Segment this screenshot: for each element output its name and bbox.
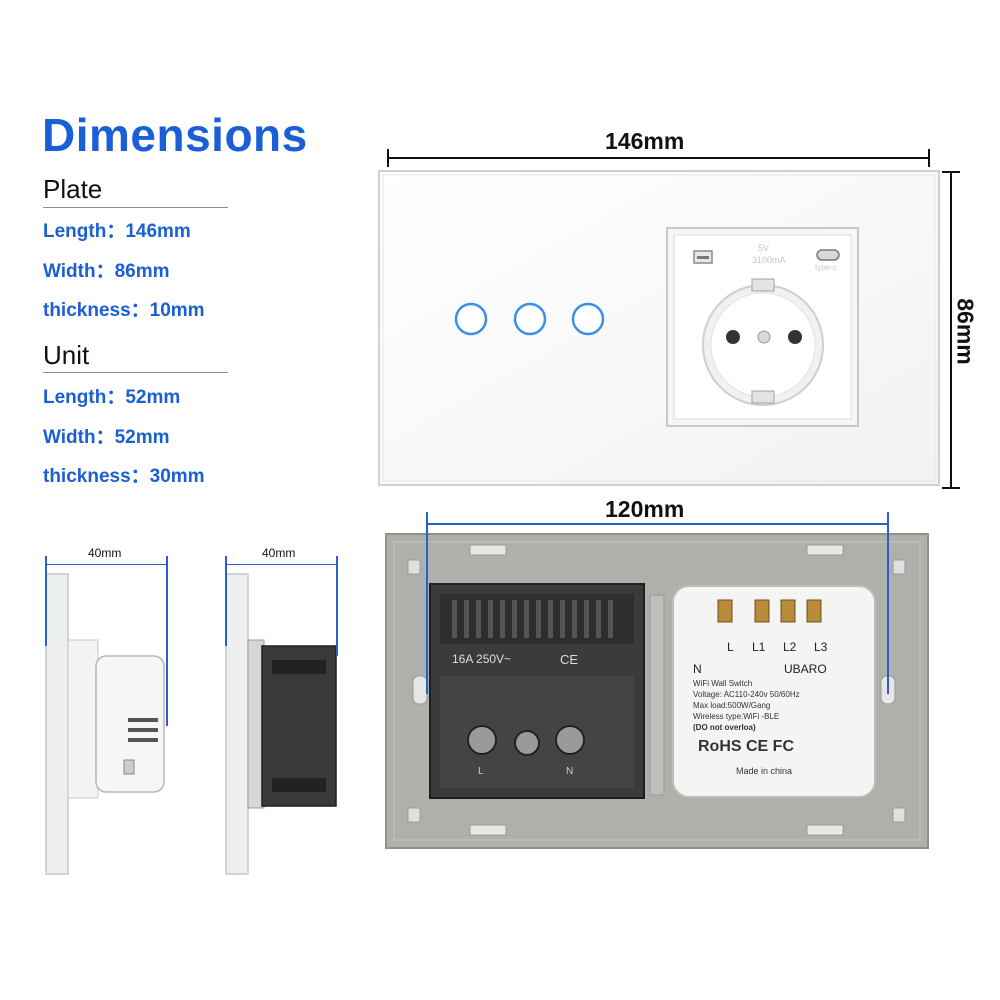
spec-line-3: Max load:500W/Gang (693, 701, 771, 710)
made-in-label: Made in china (736, 766, 793, 776)
spec-line-2: Voltage: AC110-240v 50/60Hz (693, 690, 800, 699)
plate-width-label: 146mm (605, 128, 685, 154)
outlet-pin-hole (726, 330, 740, 344)
outlet-pin-hole (788, 330, 802, 344)
unit-width: Width：52mm (43, 427, 170, 448)
unit-divider (43, 372, 228, 373)
terminal-l-label: L (478, 766, 484, 777)
side-left-dimension-line (46, 564, 168, 565)
side-plate-right (225, 573, 249, 875)
back-width-label: 120mm (605, 496, 685, 522)
unit-length: Length：52mm (43, 387, 181, 408)
spec-line-1: WiFi Wall Switch (693, 679, 753, 688)
spec-line-4: Wireless type:WiFi -BLE (693, 712, 780, 721)
plate-width-dimension-line (388, 157, 929, 159)
usb-c-label: type-c (815, 263, 837, 272)
outlet-center-screw (757, 330, 771, 344)
side-left-depth-label: 40mm (88, 546, 122, 560)
module-terminal-l3: L3 (814, 640, 828, 654)
ce-mark: CE (560, 652, 579, 667)
dimension-tick (942, 171, 960, 173)
terminal-screw (555, 725, 585, 755)
unit-thickness: thickness：30mm (43, 466, 205, 487)
plate-divider (43, 207, 228, 208)
back-width-dimension-line (427, 523, 888, 525)
usb-a-rating-label: 5V (758, 243, 770, 253)
wifi-module (672, 585, 876, 798)
module-terminal-l: L (727, 640, 734, 654)
plate-heading: Plate (43, 174, 103, 204)
plate-length: Length：146mm (43, 221, 191, 242)
plate-thickness: thickness：10mm (43, 300, 205, 321)
module-terminal-l1: L1 (752, 640, 766, 654)
touch-button-2 (513, 302, 547, 336)
ground-clip (751, 390, 775, 404)
usb-current-label: 3100mA (752, 255, 786, 265)
dimension-tick (928, 149, 930, 167)
module-terminal-l2: L2 (783, 640, 797, 654)
dimension-tick (225, 556, 227, 646)
dimension-tick (336, 556, 338, 656)
terminal-screw (514, 730, 540, 756)
side-right-depth-label: 40mm (262, 546, 296, 560)
ground-clip (751, 278, 775, 292)
brand-label: UBARO (784, 662, 827, 676)
dimension-tick (942, 487, 960, 489)
terminal-screw (467, 725, 497, 755)
touch-button-3 (571, 302, 605, 336)
plate-width: Width：86mm (43, 261, 170, 282)
side-module-left (95, 655, 165, 793)
page-title: Dimensions (42, 109, 308, 161)
socket-rating: 16A 250V~ (452, 652, 512, 666)
dimension-tick (887, 512, 889, 694)
dimension-tick (387, 149, 389, 167)
unit-heading: Unit (43, 340, 90, 370)
dimension-tick (166, 556, 168, 726)
plate-height-dimension-line (950, 172, 952, 488)
spec-line-5: (DO not overloa) (693, 723, 756, 732)
cert-marks: RoHS CE FC (698, 738, 794, 755)
terminal-n-label: N (566, 766, 574, 777)
dimension-tick (426, 512, 428, 694)
touch-button-1 (454, 302, 488, 336)
module-terminal-n: N (693, 662, 702, 676)
side-right-dimension-line (226, 564, 338, 565)
usb-c-port (816, 249, 840, 261)
side-plate-left (45, 573, 69, 875)
dimension-tick (45, 556, 47, 646)
